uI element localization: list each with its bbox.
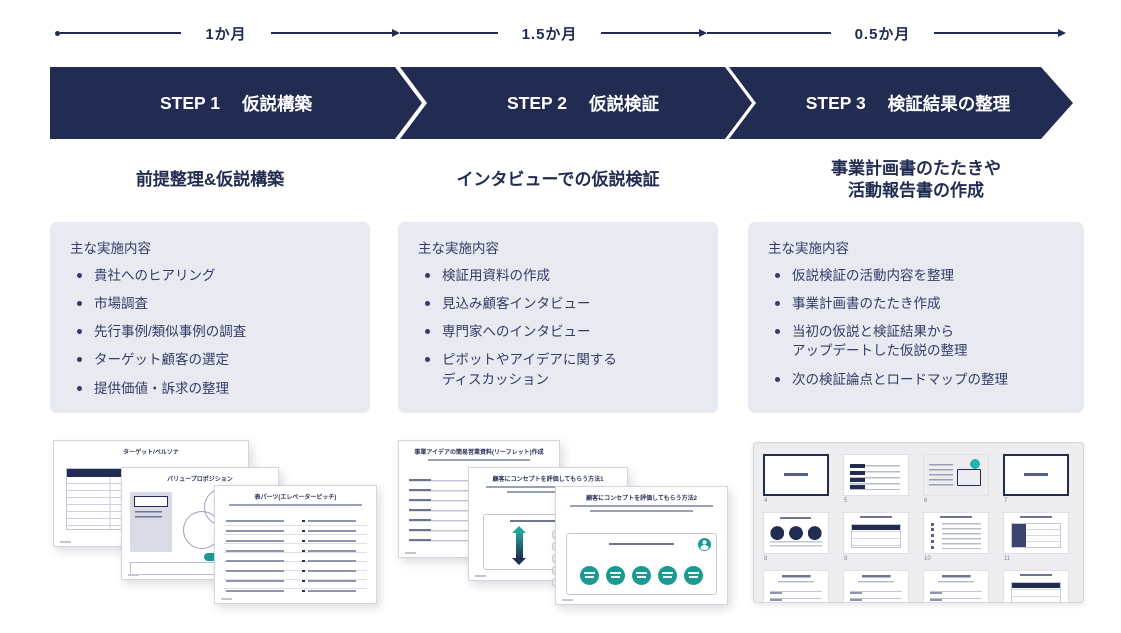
slide-thumbnail: 10 [923, 512, 989, 566]
page-number: 10 [924, 556, 931, 562]
gradient-arrow-graphic [512, 526, 526, 565]
slide-thumbnail: 6 [923, 454, 989, 508]
arrow-right-icon [1058, 29, 1067, 37]
step-title: 仮説構築 [242, 93, 312, 114]
step-label: STEP 3 [805, 92, 866, 113]
page-number: 9 [844, 556, 848, 562]
step1-content-box: 主な実施内容 貴社へのヒアリング 市場調査 先行事例/類似事例の調査 ターゲット… [50, 222, 370, 413]
doc-slide-elevator-pitch: 表パーツ(エレベーターピッチ) [214, 485, 377, 604]
page-number: 4 [764, 498, 768, 504]
duration-label-1: 1か月 [205, 25, 247, 43]
list-item: 専門家へのインタビュー [418, 322, 698, 341]
step3-subtitle: 事業計画書のたたきや 活動報告書の作成 [831, 158, 1001, 200]
sidebar-note-graphic [130, 492, 172, 552]
step2-content-box: 主な実施内容 検証用資料の作成 見込み顧客インタビュー 専門家へのインタビュー … [398, 222, 718, 413]
step-banner-2: STEP 2 仮説検証 [400, 67, 752, 139]
page-number: 11 [1004, 556, 1011, 562]
list-item: 見込み顧客インタビュー [418, 294, 698, 313]
slide-thumbnail: 7 [1003, 454, 1069, 508]
step1-task-list: 貴社へのヒアリング 市場調査 先行事例/類似事例の調査 ターゲット顧客の選定 提… [70, 266, 350, 398]
step-title: 検証結果の整理 [887, 93, 1011, 114]
content-box-heading: 主な実施内容 [418, 241, 499, 256]
step-banner-1: STEP 1 仮説構築 [50, 67, 422, 139]
slide-title: ターゲット/ペルソナ [123, 450, 179, 456]
thumbnail-circles-slide [763, 512, 829, 554]
thumbnail-device-slide [923, 454, 989, 496]
timeline-segment-3: 0.5か月 [707, 23, 1067, 43]
list-item: 貴社へのヒアリング [70, 266, 350, 285]
content-box-heading: 主な実施内容 [768, 241, 849, 256]
slide-title: 顧客にコンセプトを評価してもらう方法1 [492, 477, 604, 483]
thumbnail-form-slide [763, 570, 829, 602]
slide-thumbnail: 5 [843, 454, 909, 508]
slide-title: 顧客にコンセプトを評価してもらう方法2 [586, 496, 697, 502]
pricing-question-graphic [566, 533, 717, 595]
step3-slide-grid-panel: 4 5 6 7 8 9 10 11 [753, 442, 1084, 603]
list-item: 仮説検証の活動内容を整理 [768, 266, 1064, 285]
thumbnail-title-slide [1003, 454, 1069, 496]
thumbnail-table-slide [843, 512, 909, 554]
page-number: 8 [764, 556, 768, 562]
slide-thumbnail [763, 570, 829, 602]
slide-thumbnail: 11 [1003, 512, 1069, 566]
step2-task-list: 検証用資料の作成 見込み顧客インタビュー 専門家へのインタビュー ピボットやアイ… [418, 266, 698, 389]
list-item: 先行事例/類似事例の調査 [70, 322, 350, 341]
step2-subtitle: インタビューでの仮説検証 [456, 169, 660, 189]
page-number: 5 [844, 498, 848, 504]
timeline-segment-1: 1か月 [55, 23, 400, 43]
list-item: 次の検証論点とロードマップの整理 [768, 370, 1064, 389]
slide-thumbnail: 9 [843, 512, 909, 566]
doc-slide-concept-eval-2: 顧客にコンセプトを評価してもらう方法2 [555, 486, 728, 605]
thumbnail-table-slide [1003, 570, 1069, 602]
list-item: 事業計画書のたたき作成 [768, 294, 1064, 313]
step-label: STEP 2 [507, 92, 567, 113]
list-item: 当初の仮説と検証結果から アップデートした仮説の整理 [768, 322, 1064, 360]
slide-thumbnail: 8 [763, 512, 829, 566]
arrow-right-icon [699, 29, 708, 37]
list-item: ピボットやアイデアに関する ディスカッション [418, 350, 698, 388]
slide-thumbnail [843, 570, 909, 602]
timeline-segment-2: 1.5か月 [400, 23, 708, 43]
step1-subtitle: 前提整理&仮説構築 [135, 169, 285, 189]
thumbnail-bullet-slide [843, 454, 909, 496]
thumbnail-form-slide [923, 570, 989, 602]
step-label: STEP 1 [160, 92, 220, 113]
step3-task-list: 仮説検証の活動内容を整理 事業計画書のたたき作成 当初の仮説と検証結果から アッ… [768, 266, 1064, 389]
list-item: 検証用資料の作成 [418, 266, 698, 285]
slide-title: 表パーツ(エレベーターピッチ) [254, 495, 337, 501]
list-item: ターゲット顧客の選定 [70, 350, 350, 369]
thumbnail-table-slide [1003, 512, 1069, 554]
slide-thumbnail [923, 570, 989, 602]
thumbnail-title-slide [763, 454, 829, 496]
price-circles-graphic [567, 566, 716, 585]
page-number: 6 [924, 498, 928, 504]
step-banner-3: STEP 3 検証結果の整理 [729, 67, 1073, 139]
thumbnail-form-slide [843, 570, 909, 602]
duration-label-3: 0.5か月 [854, 25, 911, 43]
slide-title: バリュープロポジション [167, 477, 233, 483]
step-title: 仮説検証 [589, 93, 659, 114]
thumbnail-icon-list-slide [923, 512, 989, 554]
page-number: 7 [1004, 498, 1008, 504]
arrow-right-icon [392, 29, 400, 37]
slide-thumbnail: 4 [763, 454, 829, 508]
person-icon [698, 538, 711, 551]
slide-thumbnail [1003, 570, 1069, 602]
step3-content-box: 主な実施内容 仮説検証の活動内容を整理 事業計画書のたたき作成 当初の仮説と検証… [748, 222, 1084, 413]
slide-title: 事業アイデアの簡易営業資料(リーフレット)作成 [414, 450, 544, 456]
list-item: 市場調査 [70, 294, 350, 313]
pitch-table-graphic [224, 517, 367, 593]
list-item: 提供価値・訴求の整理 [70, 379, 350, 398]
duration-label-2: 1.5か月 [521, 25, 578, 43]
timeline-start-dot [55, 30, 60, 36]
content-box-heading: 主な実施内容 [70, 241, 151, 256]
